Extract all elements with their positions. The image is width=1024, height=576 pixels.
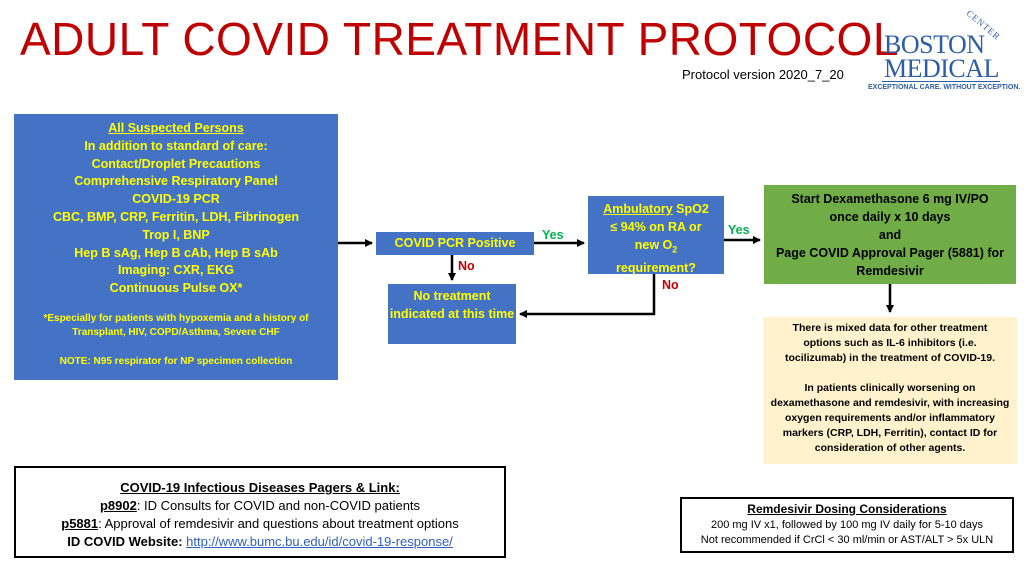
mixed-data-note-box: There is mixed data for other treatment … [763, 317, 1017, 464]
suspected-line: Continuous Pulse OX* [109, 281, 243, 296]
logo-line-medical: MEDICAL [884, 54, 999, 83]
treatment-line: once daily x 10 days [829, 210, 951, 224]
remdesivir-dosing-box: Remdesivir Dosing Considerations 200 mg … [680, 497, 1014, 553]
suspected-line: COVID-19 PCR [132, 192, 220, 207]
remdesivir-heading: Remdesivir Dosing Considerations [747, 502, 947, 516]
pager-code-5881: p5881 [61, 516, 99, 531]
page-title: ADULT COVID TREATMENT PROTOCOL [20, 13, 899, 65]
suspected-line: CBC, BMP, CRP, Ferritin, LDH, Fibrinogen [52, 209, 300, 224]
no-treatment-box: No treatment indicated at this time [388, 284, 516, 344]
spo2-o2-subscript: 2 [672, 244, 678, 255]
no-label-spo2: No [662, 278, 679, 292]
pager-desc-8902: : ID Consults for COVID and non-COVID pa… [136, 498, 421, 513]
spo2-ambulatory: Ambulatory [603, 202, 673, 216]
treatment-line: and [878, 228, 902, 242]
id-covid-website-link[interactable]: http://www.bumc.bu.edu/id/covid-19-respo… [186, 534, 453, 549]
website-label: ID COVID Website: [67, 534, 187, 549]
suspected-heading: All Suspected Persons [108, 121, 244, 135]
pagers-heading: COVID-19 Infectious Diseases Pagers & Li… [120, 480, 400, 495]
logo-divider [882, 81, 1000, 82]
id-pagers-box: COVID-19 Infectious Diseases Pagers & Li… [14, 466, 506, 558]
mixed-data-paragraph: There is mixed data for other treatment … [784, 322, 996, 364]
yes-label-spo2: Yes [728, 223, 750, 237]
spo2-question-box: Ambulatory SpO2 ≤ 94% on RA or new O2 re… [588, 196, 724, 275]
pager-code-8902: p8902 [99, 498, 137, 513]
suspected-line: Hep B sAg, Hep B cAb, Hep B sAb [74, 245, 278, 260]
protocol-version: Protocol version 2020_7_20 [682, 67, 844, 82]
suspected-line: In addition to standard of care: [84, 138, 268, 153]
worsening-paragraph: In patients clinically worsening on dexa… [770, 382, 1010, 454]
spo2-new-o: new O [634, 238, 673, 252]
spo2-requirement: requirement? [616, 260, 696, 275]
treatment-line: Remdesivir [856, 264, 924, 278]
all-suspected-persons-box: All Suspected Persons In addition to sta… [14, 114, 338, 380]
pager-desc-5881: : Approval of remdesivir and questions a… [98, 516, 459, 531]
treatment-line: Page COVID Approval Pager (5881) for [775, 246, 1005, 260]
logo-tagline: EXCEPTIONAL CARE. WITHOUT EXCEPTION. [868, 84, 1021, 91]
pcr-positive-box: COVID PCR Positive [376, 232, 534, 255]
logo-line-boston: BOSTON [884, 30, 985, 59]
remdesivir-contraindication-line: Not recommended if CrCl < 30 ml/min or A… [700, 534, 994, 546]
spo2-threshold: ≤ 94% on RA or [610, 220, 702, 234]
suspected-note: NOTE: N95 respirator for NP specimen col… [59, 355, 293, 367]
suspected-line: Trop I, BNP [142, 227, 210, 242]
treatment-line: Start Dexamethasone 6 mg IV/PO [791, 192, 989, 206]
suspected-line: Contact/Droplet Precautions [91, 156, 261, 171]
remdesivir-dose-line: 200 mg IV x1, followed by 100 mg IV dail… [710, 518, 984, 531]
boston-medical-logo: CENTER BOSTON MEDICAL EXCEPTIONAL CARE. … [858, 8, 1021, 98]
dexamethasone-treatment-box: Start Dexamethasone 6 mg IV/PO once dail… [764, 185, 1016, 284]
yes-label-pcr: Yes [542, 228, 564, 242]
no-label-pcr: No [458, 259, 475, 273]
suspected-line: Imaging: CXR, EKG [118, 263, 234, 278]
arrow-spo2-to-notreatment [519, 274, 656, 318]
suspected-line: Comprehensive Respiratory Panel [74, 174, 278, 189]
spo2-label: SpO2 [672, 202, 709, 216]
suspected-footnote: *Especially for patients with hypoxemia … [43, 312, 309, 338]
